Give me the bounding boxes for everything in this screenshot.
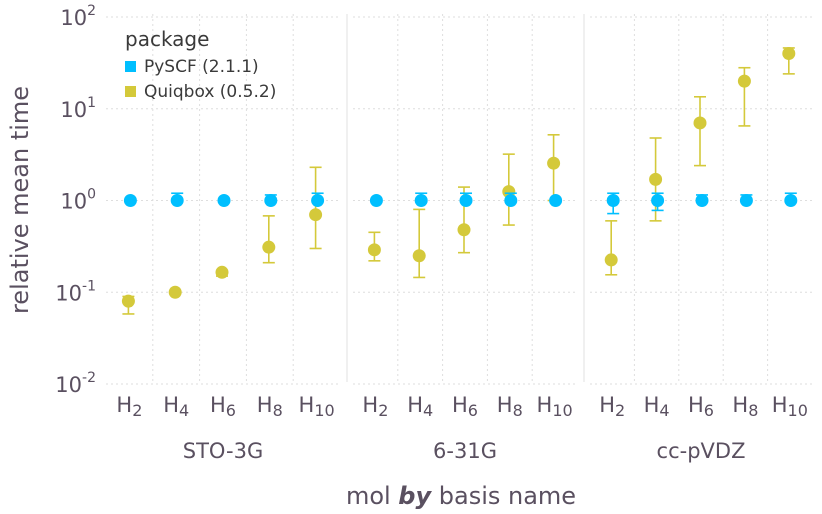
- data-point: [369, 194, 383, 207]
- data-point: [737, 74, 751, 88]
- legend-entry-quiqbox: Quiqbox (0.5.2): [144, 82, 276, 102]
- data-point: [414, 194, 428, 207]
- x-tick-label: H4: [644, 393, 670, 420]
- x-tick-label: H8: [497, 393, 523, 420]
- data-point: [604, 253, 618, 267]
- x-axis-label-part-3: basis name: [431, 482, 576, 510]
- x-axis-label-part-1: mol: [346, 482, 398, 510]
- grid-layer: [106, 14, 812, 385]
- data-point: [649, 172, 663, 186]
- legend-swatch-quiqbox: [125, 86, 136, 97]
- data-point: [123, 194, 137, 207]
- basis-label: STO-3G: [183, 439, 263, 463]
- data-point: [262, 240, 276, 254]
- y-tick-label: 101: [60, 95, 96, 122]
- data-point: [459, 194, 473, 207]
- y-tick-label: 10-2: [55, 370, 96, 397]
- data-layer: [121, 47, 798, 315]
- y-tick-label: 10-1: [55, 278, 96, 305]
- data-point: [412, 249, 426, 263]
- basis-label: cc-pVDZ: [657, 439, 746, 463]
- data-point: [264, 194, 278, 207]
- data-point: [504, 194, 518, 207]
- legend: package PySCF (2.1.1) Quiqbox (0.5.2): [125, 27, 276, 102]
- data-point: [606, 194, 620, 207]
- data-point: [309, 208, 323, 222]
- data-point: [457, 223, 471, 237]
- x-tick-label: H10: [299, 393, 335, 420]
- x-tick-label: H10: [772, 393, 808, 420]
- data-point: [168, 285, 182, 299]
- data-point: [367, 243, 381, 257]
- y-tick-label: 100: [60, 187, 96, 214]
- x-tick-label: H4: [407, 393, 433, 420]
- data-point: [695, 194, 709, 207]
- data-point: [217, 194, 231, 207]
- data-point: [121, 294, 135, 308]
- x-tick-label: H4: [163, 393, 189, 420]
- data-point: [782, 47, 796, 61]
- x-tick-label: H6: [210, 393, 236, 420]
- data-point: [651, 194, 665, 207]
- x-tick-label: H8: [257, 393, 283, 420]
- data-point: [311, 194, 325, 207]
- data-point: [170, 194, 184, 207]
- data-point: [547, 156, 561, 170]
- data-point: [549, 194, 563, 207]
- basis-label: 6-31G: [433, 439, 497, 463]
- data-point: [215, 265, 229, 279]
- x-tick-label: H2: [599, 393, 625, 420]
- x-tick-label: H8: [732, 393, 758, 420]
- data-point: [693, 116, 707, 130]
- x-tick-label: H6: [452, 393, 478, 420]
- x-tick-label: H2: [116, 393, 142, 420]
- x-axis-label-by: by: [398, 482, 432, 510]
- legend-entry-pyscf: PySCF (2.1.1): [144, 57, 259, 77]
- y-axis-label: relative mean time: [6, 86, 34, 314]
- data-point: [784, 194, 798, 207]
- legend-swatch-pyscf: [125, 61, 136, 72]
- data-point: [739, 194, 753, 207]
- x-axis-label: mol by basis name: [346, 482, 576, 510]
- x-tick-label: H10: [537, 393, 573, 420]
- x-tick-label: H2: [362, 393, 388, 420]
- x-tick-label: H6: [688, 393, 714, 420]
- legend-title: package: [125, 27, 209, 51]
- y-tick-label: 102: [60, 3, 96, 30]
